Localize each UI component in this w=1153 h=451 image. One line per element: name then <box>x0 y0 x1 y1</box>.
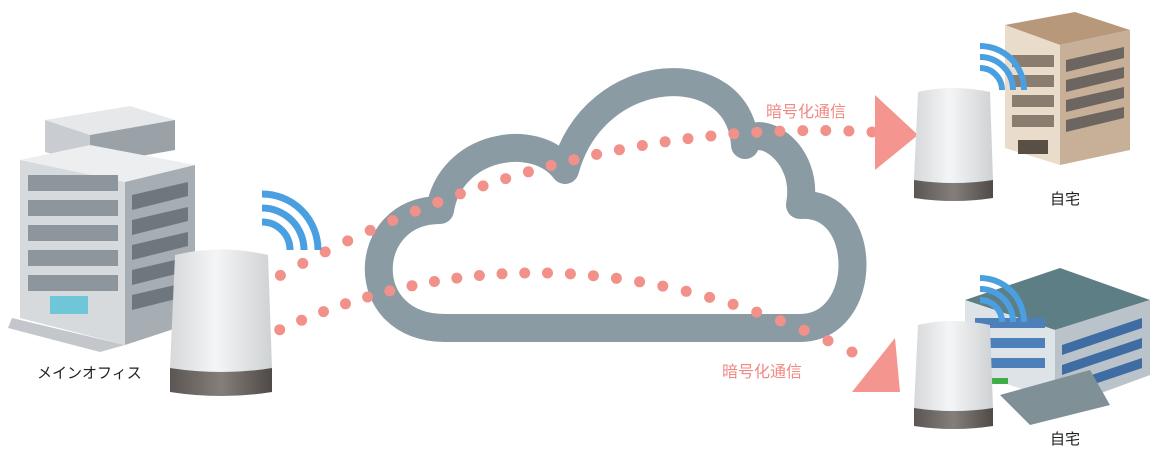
path-dot <box>296 314 308 326</box>
path-dot <box>774 125 786 137</box>
wifi-icon <box>979 275 1027 323</box>
path-dot <box>751 126 763 138</box>
path-dot <box>613 144 625 156</box>
path-dot <box>496 268 508 280</box>
path-dot <box>428 276 440 287</box>
wifi-icon <box>979 43 1027 91</box>
router-icon <box>914 321 993 429</box>
tower-building-icon <box>1005 12 1130 165</box>
path-dot <box>820 125 832 136</box>
router-icon <box>914 88 993 201</box>
encrypted-label-top: 暗号化通信 <box>766 102 847 121</box>
path-dot <box>587 270 599 282</box>
path-dot <box>659 136 671 148</box>
path-dot <box>545 160 557 171</box>
main-office-label: メインオフィス <box>37 364 142 382</box>
home-label-bottom: 自宅 <box>1050 430 1081 448</box>
path-dot <box>564 268 576 280</box>
office-building-icon <box>8 106 195 352</box>
path-dot <box>542 267 553 279</box>
path-dot <box>500 173 512 185</box>
path-dot <box>636 140 648 151</box>
path-dot <box>568 154 580 166</box>
path-dot <box>409 205 421 217</box>
path-dot <box>591 148 603 160</box>
path-dot <box>610 272 622 284</box>
path-dot <box>318 306 329 318</box>
path-dot <box>657 280 669 292</box>
path-dot <box>362 291 374 303</box>
path-dot <box>522 166 534 178</box>
path-dot <box>774 315 786 327</box>
path-dot <box>477 180 489 192</box>
path-dot <box>297 257 309 269</box>
path-dot <box>822 335 834 347</box>
path-dot <box>680 285 692 297</box>
path-dot <box>704 291 716 303</box>
arrow-head-bottom <box>852 338 900 392</box>
path-dot <box>274 269 286 281</box>
path-dot <box>384 285 396 297</box>
path-dot <box>797 125 809 137</box>
path-dot <box>473 270 485 281</box>
path-dot <box>342 235 354 247</box>
path-dot <box>432 196 444 208</box>
path-dot <box>682 133 694 145</box>
router-icon <box>170 249 272 396</box>
path-dot <box>454 188 466 200</box>
path-dot <box>866 126 878 138</box>
path-dot <box>727 298 739 310</box>
path-dot <box>634 276 646 288</box>
path-dot <box>846 346 858 358</box>
path-dot <box>751 306 763 318</box>
path-dot <box>364 224 376 236</box>
path-dot <box>319 246 331 258</box>
cloud-icon <box>364 68 867 342</box>
encrypted-path-top <box>252 125 878 294</box>
wifi-icon <box>261 190 322 251</box>
path-dot <box>340 298 351 310</box>
encrypted-label-bottom: 暗号化通信 <box>722 362 803 381</box>
path-dot <box>705 130 717 142</box>
path-dot <box>387 215 399 226</box>
path-dot <box>274 324 286 336</box>
path-dot <box>519 267 531 279</box>
path-dot <box>728 128 740 140</box>
arrow-head-top <box>875 95 918 170</box>
path-dot <box>406 280 418 292</box>
path-dot <box>843 125 855 137</box>
encrypted-path-bottom <box>252 267 858 358</box>
path-dot <box>798 324 810 336</box>
path-dot <box>451 272 463 284</box>
home-label-top: 自宅 <box>1050 190 1081 208</box>
